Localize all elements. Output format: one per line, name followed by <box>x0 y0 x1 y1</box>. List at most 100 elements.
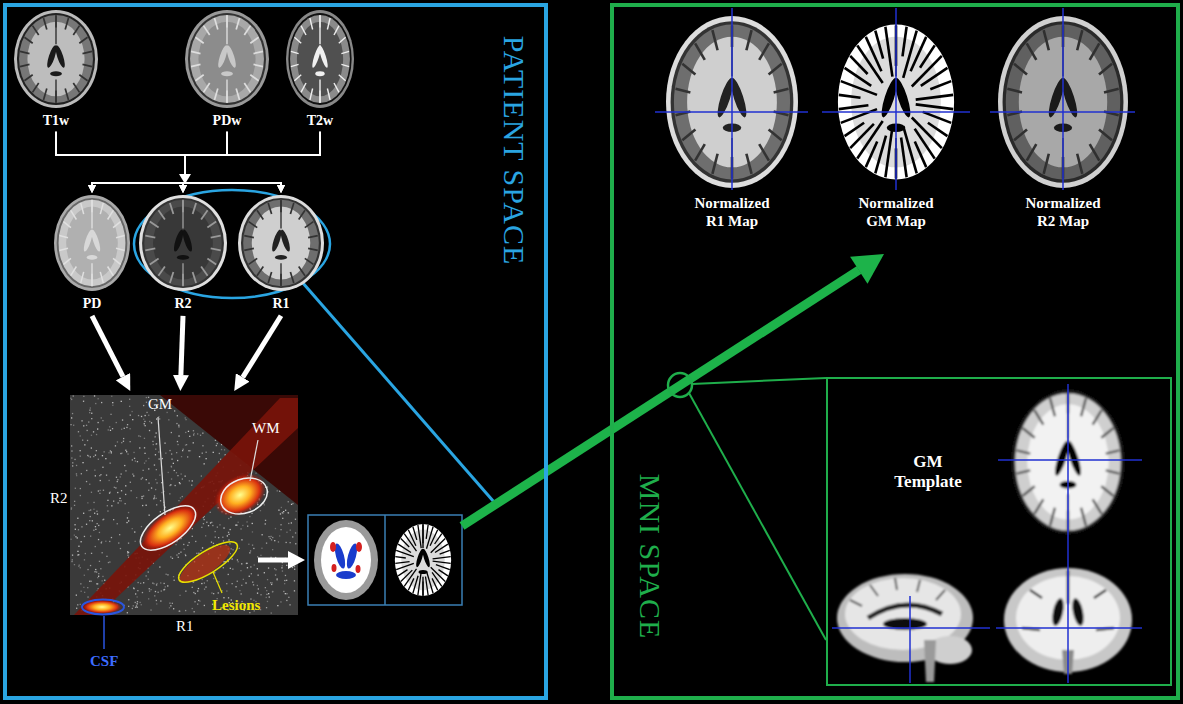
brain-sulcus <box>83 64 93 66</box>
noise-dot <box>238 522 239 523</box>
noise-dot <box>172 603 173 604</box>
noise-dot <box>104 451 105 452</box>
noise-dot <box>124 465 125 466</box>
brain-sulcus <box>440 550 450 554</box>
noise-dot <box>294 566 295 567</box>
noise-dot <box>141 526 142 527</box>
noise-dot <box>185 591 186 592</box>
noise-dot <box>282 512 283 513</box>
noise-dot <box>114 487 115 488</box>
noise-dot <box>169 493 170 494</box>
brain-sulcus <box>108 210 114 219</box>
noise-dot <box>154 436 155 437</box>
noise-dot <box>285 510 286 511</box>
noise-dot <box>239 548 240 549</box>
image-tile: T1w <box>12 8 100 130</box>
noise-dot <box>154 495 155 496</box>
noise-dot <box>224 449 225 450</box>
noise-dot <box>228 532 229 533</box>
noise-dot <box>184 549 185 550</box>
leader-line <box>213 572 222 593</box>
brain-sulcus <box>1101 428 1113 438</box>
noise-dot <box>72 462 73 463</box>
brain-ventricle <box>54 44 67 68</box>
image-caption: T1w <box>12 113 100 130</box>
plot-label: R1 <box>176 618 194 635</box>
brain-sulcus <box>341 64 349 66</box>
noise-dot <box>116 422 117 423</box>
brain-midline <box>91 200 92 229</box>
noise-dot <box>201 527 202 528</box>
noise-dot <box>111 537 112 538</box>
noise-dot <box>127 517 128 518</box>
noise-dot <box>109 426 110 427</box>
noise-dot <box>136 605 137 606</box>
noise-dot <box>125 494 126 495</box>
noise-dot <box>87 455 88 456</box>
brain-sulcus <box>257 267 263 276</box>
image-caption: R2 <box>137 296 229 313</box>
noise-dot <box>264 572 265 573</box>
noise-dot <box>207 580 208 581</box>
noise-dot <box>277 578 278 579</box>
noise-dot <box>141 416 142 417</box>
noise-dot <box>158 592 159 593</box>
noise-dot <box>70 424 71 425</box>
noise-dot <box>185 419 186 420</box>
noise-dot <box>286 532 287 533</box>
noise-dot <box>291 522 292 523</box>
noise-dot <box>177 441 178 442</box>
brain-sulcus <box>1093 410 1102 425</box>
noise-dot <box>267 579 268 580</box>
noise-dot <box>252 531 253 532</box>
noise-dot <box>111 396 112 397</box>
noise-dot <box>269 596 270 597</box>
noise-dot <box>91 581 92 582</box>
noise-dot <box>241 539 242 540</box>
noise-dot <box>156 482 157 483</box>
noise-dot <box>180 497 181 498</box>
noise-dot <box>182 496 183 497</box>
brain-sulcus <box>310 89 313 101</box>
brain-sulcus <box>928 123 948 136</box>
noise-dot <box>165 586 166 587</box>
noise-dot <box>215 531 216 532</box>
noise-dot <box>141 604 142 605</box>
brain-sulcus <box>310 18 313 30</box>
brain-sulcus <box>79 75 87 81</box>
image-caption: Normalized R2 Map <box>1017 194 1109 230</box>
brain-midline <box>319 80 320 104</box>
noise-dot <box>144 423 145 424</box>
noise-dot <box>101 541 102 542</box>
noise-dot <box>78 566 79 567</box>
noise-dot <box>220 459 221 460</box>
noise-dot <box>159 475 160 476</box>
crosshair <box>1067 384 1069 683</box>
noise-dot <box>210 522 211 523</box>
noise-dot <box>170 484 171 485</box>
noise-dot <box>249 516 250 517</box>
brain-sulcus <box>1017 450 1031 453</box>
noise-dot <box>88 455 89 456</box>
noise-dot <box>71 399 72 400</box>
noise-dot <box>94 395 95 396</box>
noise-dot <box>218 581 219 582</box>
image-caption: Normalized GM Map <box>850 194 942 230</box>
noise-dot <box>221 449 222 450</box>
brain-sulcus <box>1090 144 1100 160</box>
noise-dot <box>145 460 146 461</box>
noise-dot <box>146 575 147 576</box>
noise-dot <box>141 496 142 497</box>
noise-dot <box>282 570 283 571</box>
brain-sulcus <box>244 83 250 92</box>
noise-dot <box>169 450 170 451</box>
noise-dot <box>240 570 241 571</box>
noise-dot <box>71 507 72 508</box>
brain-sulcus <box>911 37 927 71</box>
noise-dot <box>121 442 122 443</box>
noise-dot <box>175 485 176 486</box>
image-tile: PD <box>52 193 132 313</box>
noise-dot <box>97 523 98 524</box>
noise-dot <box>240 528 241 529</box>
